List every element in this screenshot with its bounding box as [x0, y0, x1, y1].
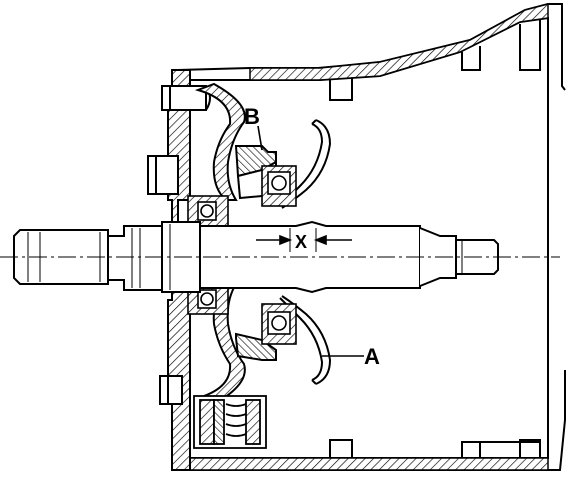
- bearing-right-top: [261, 165, 297, 207]
- label-a: A: [364, 344, 380, 369]
- dimension-x: [256, 228, 352, 252]
- spring-pack: [193, 395, 267, 449]
- label-x: X: [295, 232, 307, 252]
- leader-lines: [257, 125, 364, 357]
- shaft: [13, 220, 499, 294]
- bearing-left-top: [187, 195, 229, 227]
- bearing-right-bottom: [261, 303, 297, 345]
- label-b: B: [244, 104, 260, 129]
